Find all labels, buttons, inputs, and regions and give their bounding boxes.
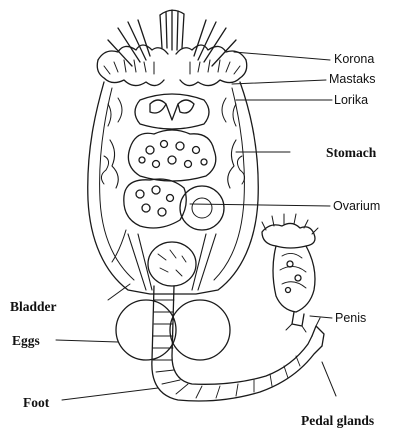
label-pedal-glands: Pedal glands xyxy=(301,414,374,428)
label-ovarium: Ovarium xyxy=(333,200,380,213)
label-penis: Penis xyxy=(335,312,366,325)
bladder xyxy=(148,242,196,286)
label-mastaks: Mastaks xyxy=(329,73,376,86)
label-korona: Korona xyxy=(334,53,374,66)
label-bladder: Bladder xyxy=(10,300,57,314)
label-lorika: Lorika xyxy=(334,94,368,107)
male-rotifer xyxy=(262,214,318,332)
corona-cilia xyxy=(97,10,247,86)
label-stomach: Stomach xyxy=(326,146,376,160)
mastax xyxy=(108,94,236,129)
label-eggs: Eggs xyxy=(12,334,40,348)
foot xyxy=(152,286,324,401)
stomach xyxy=(128,130,215,181)
label-foot: Foot xyxy=(23,396,49,410)
